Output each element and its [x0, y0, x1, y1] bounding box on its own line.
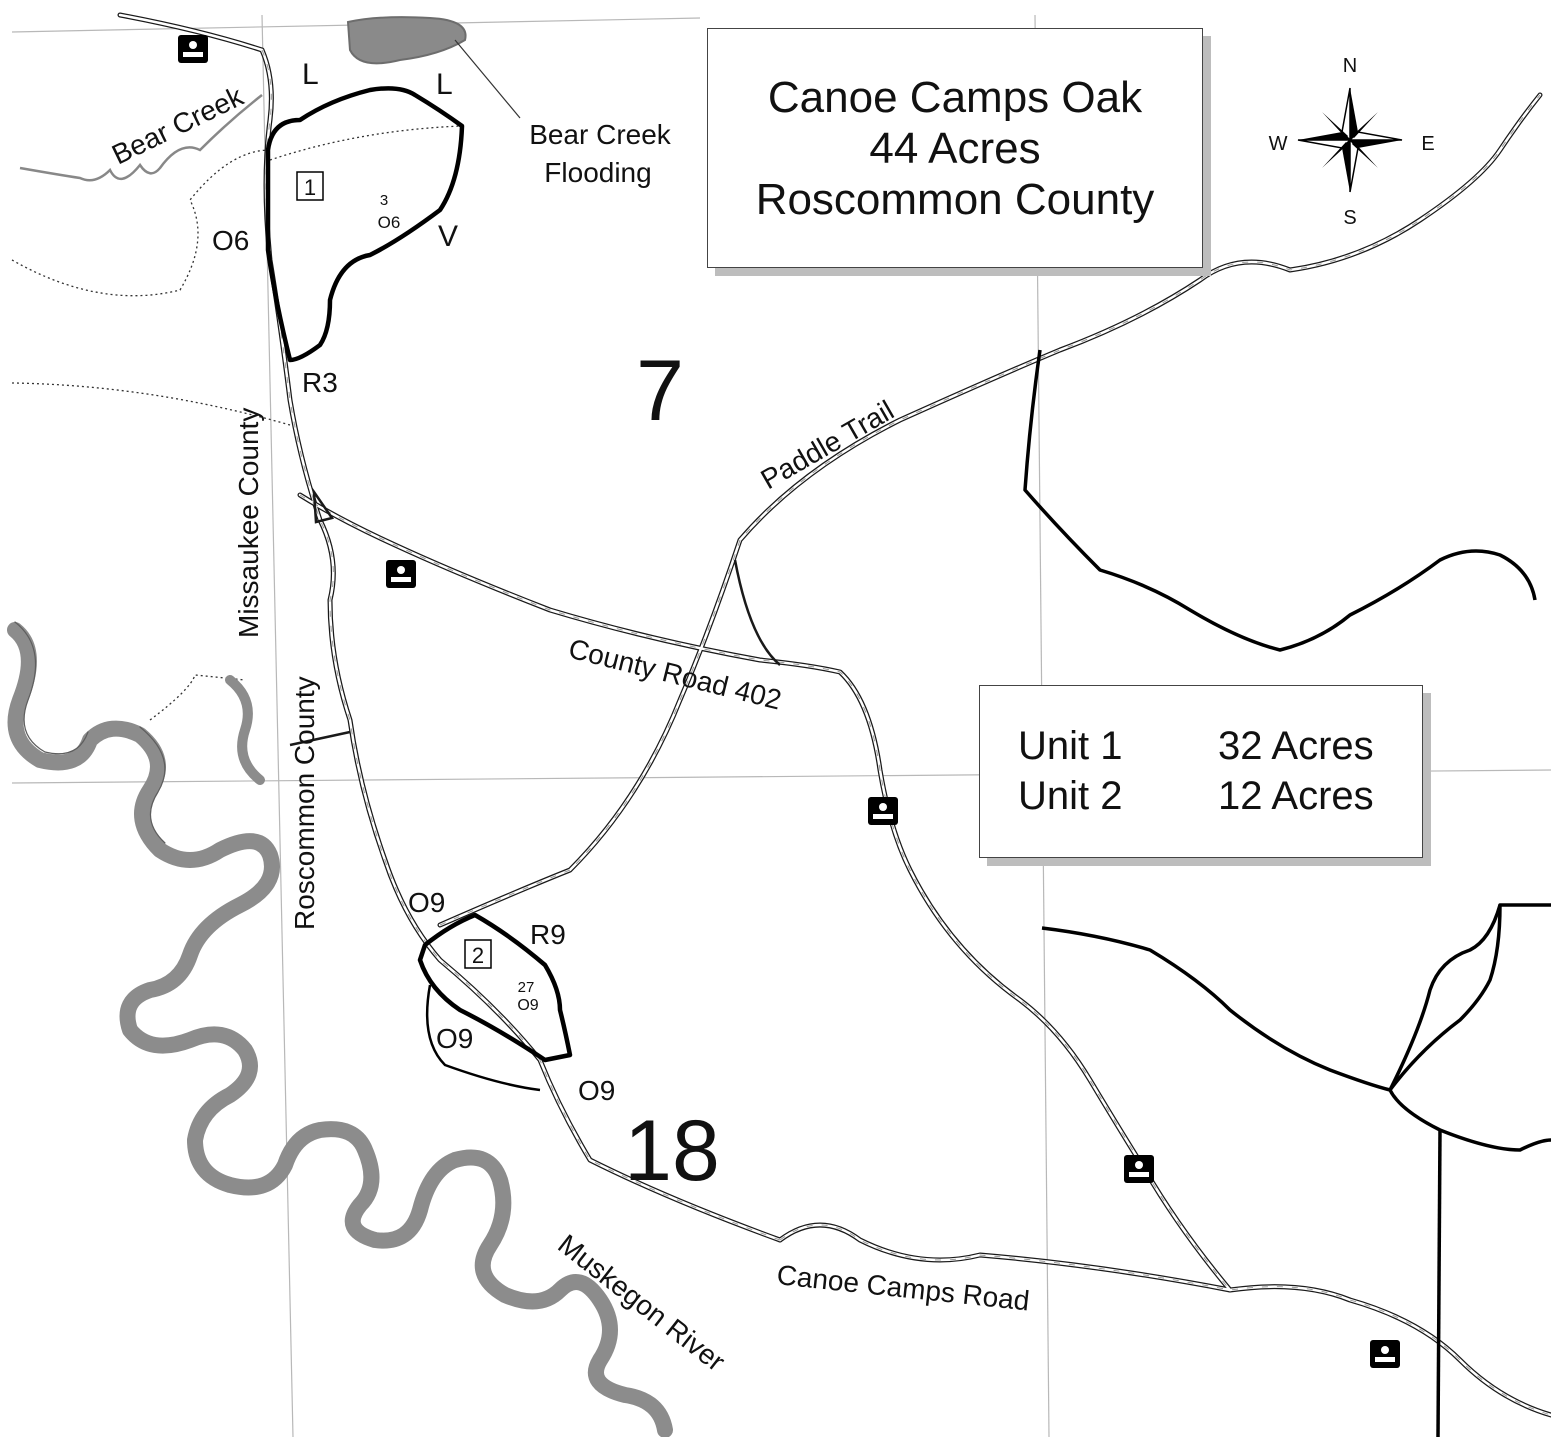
section-7: 7 — [636, 343, 684, 439]
river-banks — [14, 621, 166, 844]
compass-n: N — [1343, 55, 1357, 77]
boat-launch-icon — [386, 560, 416, 588]
unit2-boundary — [417, 912, 573, 1063]
stand-o6: O6 — [212, 225, 249, 256]
paddle-trail-label: Paddle Trail — [756, 394, 900, 495]
unit2-marker: 2 — [472, 943, 484, 968]
unit2-name: Unit 2 — [1018, 774, 1123, 818]
unit1-stand-number: 3 — [380, 192, 388, 209]
title-line-3: Roscommon County — [755, 174, 1155, 224]
flooding-leader — [454, 39, 521, 119]
flooding-label-line1: Bear Creek — [529, 119, 672, 150]
unit1-name: Unit 1 — [1018, 724, 1123, 768]
unit2-acres: 12 Acres — [1218, 774, 1374, 818]
dotted-trails — [11, 125, 463, 721]
stand-boundaries — [1023, 349, 1551, 1437]
stand-r9: R9 — [530, 919, 566, 950]
unit2-stand-type: O9 — [517, 997, 538, 1014]
muskegon-river — [7, 622, 673, 1437]
unit1-marker: 1 — [304, 175, 316, 200]
stand-o9-mid: O9 — [436, 1023, 473, 1054]
flooding-pond — [346, 16, 467, 65]
title-line-2: 44 Acres — [869, 123, 1041, 173]
stand-l-right: L — [436, 68, 453, 101]
title-box: Canoe Camps Oak 44 Acres Roscommon Count… — [707, 28, 1203, 268]
muskegon-river-label: Muskegon River — [552, 1228, 731, 1377]
title-line-1: Canoe Camps Oak — [767, 72, 1143, 122]
unit1-marker-box — [296, 171, 324, 201]
boat-launch-icon — [178, 35, 208, 63]
canoe-camps-road-label: Canoe Camps Road — [775, 1259, 1031, 1316]
boat-launch-icon — [868, 797, 898, 825]
compass-e: E — [1421, 133, 1434, 155]
unit2-loop — [425, 984, 541, 1092]
compass-s: S — [1343, 207, 1356, 229]
unit2-stand-number: 27 — [518, 979, 535, 996]
stand-v: V — [438, 220, 458, 253]
unit2-marker-box — [464, 939, 492, 969]
unit1-stand-type: O6 — [378, 213, 401, 232]
boat-launch-icon — [1124, 1155, 1154, 1183]
stand-l-left: L — [302, 58, 319, 91]
bear-creek-stream — [19, 94, 263, 182]
stand-r3: R3 — [302, 367, 338, 398]
flooding-label-line2: Flooding — [544, 157, 651, 188]
section-18: 18 — [624, 1103, 720, 1199]
unit1-boundary — [265, 86, 465, 363]
connector-roads — [289, 487, 781, 747]
boat-launch-icon — [1370, 1340, 1400, 1368]
roscommon-county-label: Roscommon County — [289, 676, 320, 930]
missaukee-county-label: Missaukee County — [233, 408, 264, 638]
stand-o9-bottom: O9 — [578, 1075, 615, 1106]
stand-o9-top: O9 — [408, 887, 445, 918]
unit1-acres: 32 Acres — [1218, 724, 1374, 768]
compass-w: W — [1269, 133, 1288, 155]
acreage-table: Unit 1 32 Acres Unit 2 12 Acres — [979, 685, 1423, 858]
compass-rose-icon: N S E W — [1269, 55, 1435, 229]
